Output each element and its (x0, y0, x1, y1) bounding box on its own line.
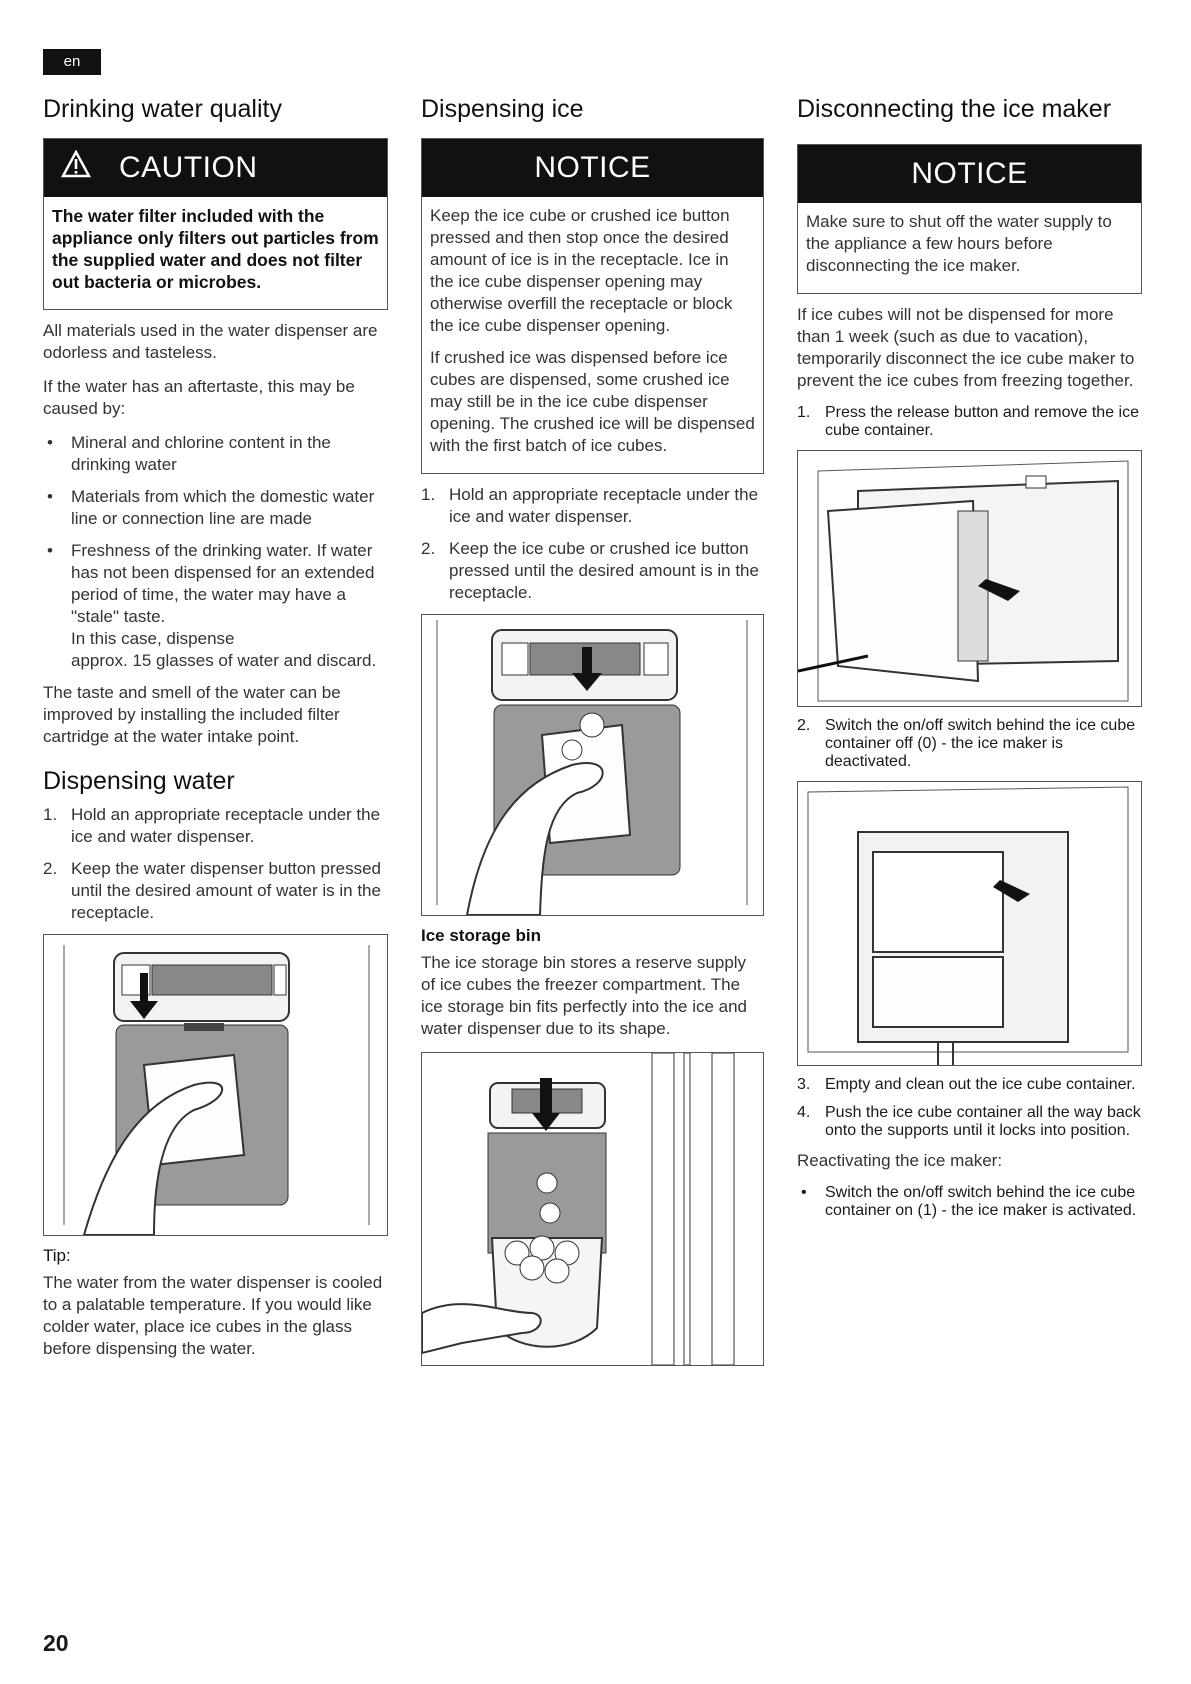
paragraph-aftertaste: If the water has an aftertaste, this may… (43, 377, 355, 418)
section-title-disconnecting: Disconnecting the ice maker (797, 95, 1112, 123)
ice-storage-bin-text: The ice storage bin stores a reserve sup… (421, 953, 748, 1038)
list-item: 1.Press the release button and remove th… (797, 404, 1139, 439)
notice-header: NOTICE (422, 139, 763, 197)
caution-header: CAUTION (44, 139, 387, 197)
warning-triangle-icon (60, 149, 92, 186)
aftertaste-causes-list: Mineral and chlorine content in the drin… (43, 432, 388, 672)
column-disconnecting-ice-maker: Disconnecting the ice maker NOTICE Make … (797, 94, 1142, 1230)
water-dispenser-illustration (43, 934, 388, 1236)
section-title-drinking-water: Drinking water quality (43, 95, 282, 123)
list-item: 4.Push the ice cube container all the wa… (797, 1104, 1141, 1139)
notice-box-ice-maker: NOTICE Make sure to shut off the water s… (797, 144, 1142, 294)
language-badge: en (43, 49, 101, 75)
section-title-dispensing-ice: Dispensing ice (421, 95, 584, 123)
switch-off-illustration (797, 781, 1142, 1066)
paragraph-materials: All materials used in the water dispense… (43, 321, 378, 362)
list-item: Switch the on/off switch behind the ice … (797, 1184, 1142, 1220)
notice-text-1: Keep the ice cube or crushed ice button … (430, 206, 733, 335)
paragraph-vacation: If ice cubes will not be dispensed for m… (797, 305, 1135, 390)
ice-steps-list: 1.Hold an appropriate receptacle under t… (421, 484, 764, 604)
list-item: 3.Empty and clean out the ice cube conta… (797, 1076, 1136, 1093)
ice-dispenser-illustration (421, 614, 764, 916)
list-item: 1.Hold an appropriate receptacle under t… (43, 805, 381, 846)
notice-header: NOTICE (798, 145, 1141, 203)
list-item: 1.Hold an appropriate receptacle under t… (421, 485, 759, 526)
notice-box-ice: NOTICE Keep the ice cube or crushed ice … (421, 138, 764, 474)
caution-box: CAUTION The water filter included with t… (43, 138, 388, 310)
tip-label: Tip: (43, 1246, 71, 1265)
list-item: 2.Keep the water dispenser button presse… (43, 859, 381, 922)
notice-text: Make sure to shut off the water supply t… (806, 212, 1112, 275)
column-drinking-water: Drinking water quality CAUTION The water… (43, 94, 388, 1372)
section-title-dispensing-water: Dispensing water (43, 767, 235, 795)
tip-text: The water from the water dispenser is co… (43, 1273, 383, 1358)
caution-label: CAUTION (119, 151, 258, 184)
notice-text-2: If crushed ice was dispensed before ice … (430, 348, 755, 455)
page-number: 20 (43, 1630, 69, 1656)
caution-text: The water filter included with the appli… (52, 206, 379, 292)
list-item: Mineral and chlorine content in the drin… (43, 432, 388, 476)
reactivating-label: Reactivating the ice maker: (797, 1151, 1003, 1170)
list-item: Freshness of the drinking water. If wate… (43, 540, 388, 672)
paragraph-filter: The taste and smell of the water can be … (43, 683, 341, 746)
ice-storage-bin-title: Ice storage bin (421, 926, 541, 945)
list-item: 2.Switch the on/off switch behind the ic… (797, 717, 1136, 770)
remove-container-illustration (797, 450, 1142, 707)
ice-storage-bin-illustration (421, 1052, 764, 1366)
water-steps-list: 1.Hold an appropriate receptacle under t… (43, 804, 388, 924)
column-dispensing-ice: Dispensing ice NOTICE Keep the ice cube … (421, 94, 764, 1376)
list-item: 2.Keep the ice cube or crushed ice butto… (421, 539, 759, 602)
list-item: Materials from which the domestic water … (43, 486, 388, 530)
